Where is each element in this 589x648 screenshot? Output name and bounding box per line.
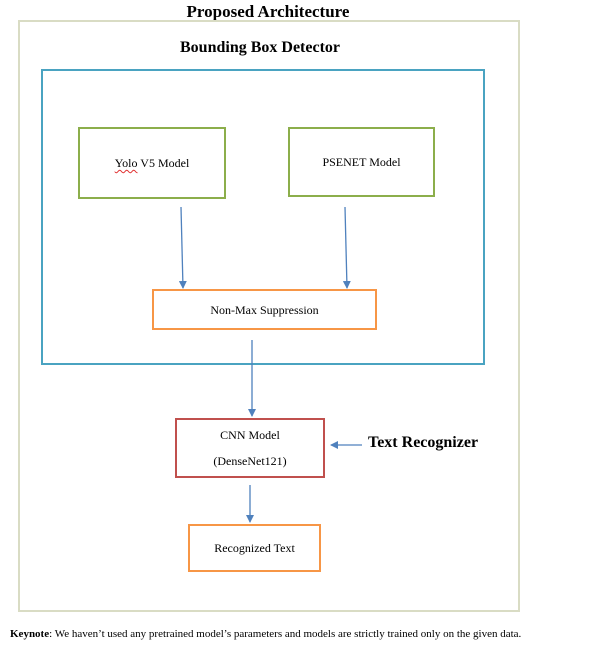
text-recognizer-label: Text Recognizer <box>368 434 479 451</box>
recognized-text-label: Recognized Text <box>214 541 295 555</box>
keynote-label: Keynote <box>10 628 50 640</box>
cnn-model-node: CNN Model (DenseNet121) <box>175 418 325 478</box>
architecture-frame <box>18 20 520 612</box>
recognized-text-node: Recognized Text <box>188 524 321 572</box>
non-max-suppression-label: Non-Max Suppression <box>210 302 319 317</box>
detector-title: Bounding Box Detector <box>180 39 340 56</box>
psenet-model-node: PSENET Model <box>288 127 435 197</box>
densenet-label: (DenseNet121) <box>213 454 287 468</box>
cnn-model-label: CNN Model <box>220 428 280 442</box>
yolo-model-label-suffix: V5 Model <box>137 156 190 170</box>
keynote-text: Keynote: We haven’t used any pretrained … <box>10 627 585 641</box>
psenet-model-label: PSENET Model <box>322 155 401 169</box>
yolo-model-label-prefix: Yolo <box>114 156 138 170</box>
yolo-model-node: Yolo V5 Model <box>78 127 226 199</box>
non-max-suppression-node: Non-Max Suppression <box>152 289 377 330</box>
diagram-title: Proposed Architecture <box>186 2 350 21</box>
keynote-body: : We haven’t used any pretrained model’s… <box>49 628 522 640</box>
bounding-box-detector-group <box>41 69 485 365</box>
